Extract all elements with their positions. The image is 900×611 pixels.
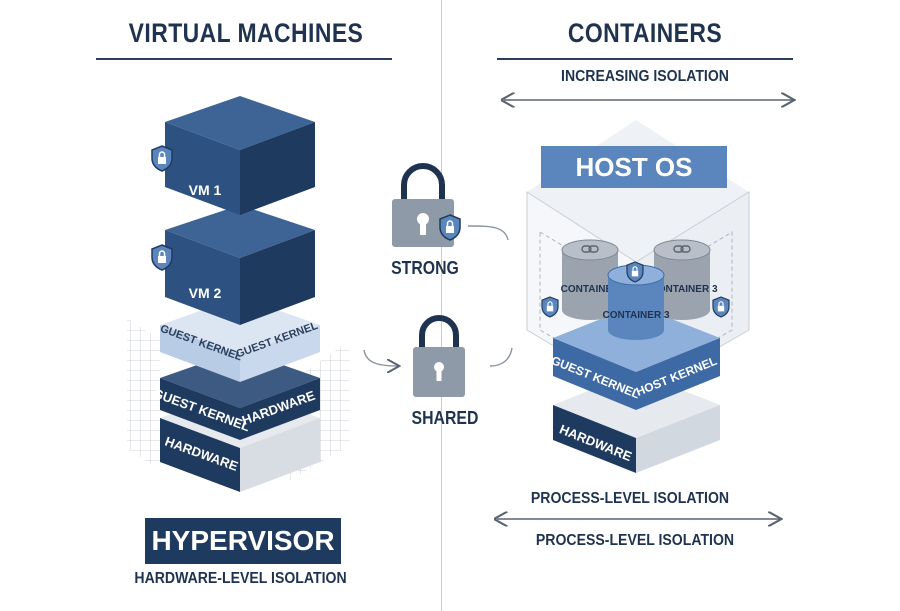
strong-label: STRONG (391, 258, 459, 278)
shield-lock-icon (712, 296, 730, 318)
container-3-label: CONTAINER 3 (602, 310, 669, 321)
vm1-cube: VM 1 (165, 96, 315, 215)
padlock-icon (413, 315, 465, 397)
vm2-label: VM 2 (189, 285, 222, 301)
container-2-label: CONTAINER 3 (650, 284, 717, 295)
containers-title: CONTAINERS (567, 18, 723, 48)
connector-arrow (363, 225, 513, 366)
shared-label: SHARED (411, 408, 479, 428)
containers-title-underline (497, 58, 793, 60)
shield-lock-icon (439, 214, 461, 241)
host-os-label: HOST OS (541, 146, 727, 188)
shield-lock-icon (151, 244, 173, 271)
padlock-icon (392, 163, 454, 247)
vm-title: VIRTUAL MACHINES (128, 18, 364, 48)
vm2-cube: VM 2 (165, 205, 315, 325)
vm-guest-kernel-layer: GUEST KERNEL GUEST KERNEL (158, 297, 320, 382)
increasing-isolation-caption: INCREASING ISOLATION (561, 68, 729, 85)
center-divider (441, 0, 442, 611)
container-1-label: CONTAINER (561, 284, 620, 295)
process-level-isolation-caption-2: PROCESS-LEVEL ISOLATION (535, 532, 735, 549)
shield-lock-icon (151, 145, 173, 172)
shield-lock-icon (541, 296, 559, 318)
vm-title-underline (96, 58, 392, 60)
shield-lock-icon (626, 261, 644, 283)
vm1-label: VM 1 (189, 182, 222, 198)
hardware-level-isolation-caption: HARDWARE-LEVEL ISOLATION (134, 570, 347, 587)
hypervisor-label: HYPERVISOR (145, 518, 341, 564)
container-cylinder-2: CONTAINER 3 (650, 239, 718, 320)
chain-link-icon (673, 245, 691, 253)
chain-link-icon (581, 245, 599, 253)
process-level-isolation-caption-1: PROCESS-LEVEL ISOLATION (530, 490, 730, 507)
